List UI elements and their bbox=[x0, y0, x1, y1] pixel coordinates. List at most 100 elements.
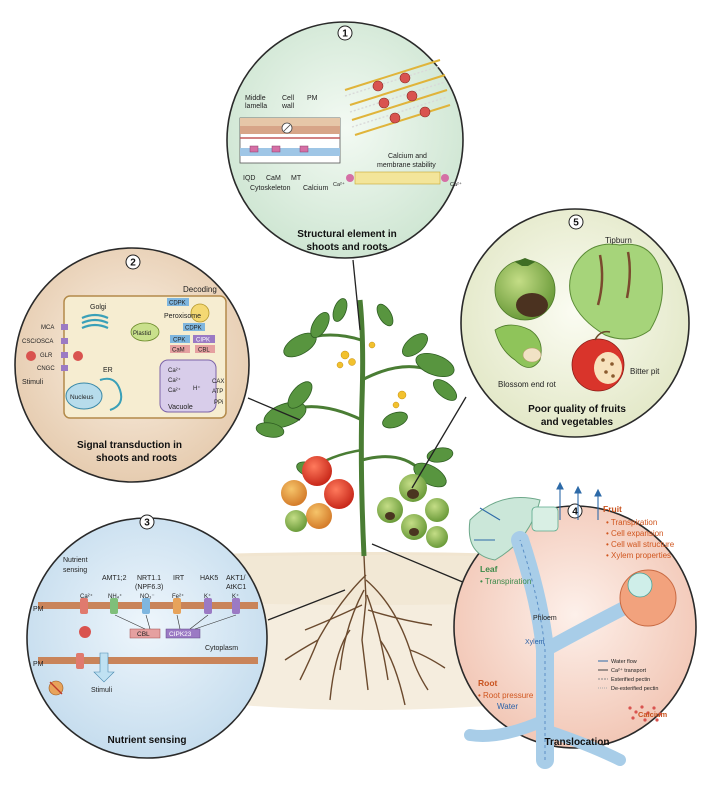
label-pm: PM bbox=[307, 95, 318, 102]
label-root: Root bbox=[478, 678, 498, 688]
label-nucleus: Nucleus bbox=[70, 394, 94, 401]
label-ppi: PPi bbox=[214, 400, 223, 406]
fruit-item-2: • Cell expansion bbox=[606, 529, 664, 538]
label-amt: AMT1;2 bbox=[102, 575, 127, 582]
label-nh4: NH₄⁺ bbox=[108, 593, 122, 600]
label-hplus: H⁺ bbox=[193, 385, 201, 392]
label-ca-vac3: Ca²⁺ bbox=[168, 387, 181, 394]
label-cytoskeleton: Cytoskeleton bbox=[250, 185, 291, 192]
panel5-title-2: and vegetables bbox=[541, 417, 614, 428]
label-wall: wall bbox=[281, 103, 295, 110]
root-item: • Root pressure bbox=[478, 691, 534, 700]
label-golgi: Golgi bbox=[90, 304, 107, 311]
panel2-title-1: Signal transduction in bbox=[77, 440, 182, 451]
label-stimuli-2: Stimuli bbox=[22, 379, 43, 386]
label-tipburn: Tipburn bbox=[605, 236, 632, 245]
label-cbl-3: CBL bbox=[137, 631, 150, 638]
panel-structural-element: 1 Middle lamella Cell wall PM IQD CaM MT… bbox=[226, 21, 464, 259]
label-hak: HAK5 bbox=[200, 575, 218, 582]
panel1-number: 1 bbox=[342, 29, 348, 40]
label-water: Water bbox=[497, 702, 518, 711]
label-stability-2: membrane stability bbox=[377, 162, 436, 169]
legend-esterified: Esterified pectin bbox=[611, 677, 650, 683]
label-cax: CAX bbox=[212, 379, 224, 385]
label-cipk: CIPK bbox=[196, 338, 210, 344]
label-blossom-end-rot: Blossom end rot bbox=[498, 380, 557, 389]
label-er: ER bbox=[103, 367, 113, 374]
panel-nutrient-sensing: 3 Nutrient sensing AMT1;2 NRT1.1 (NPF6.3… bbox=[26, 514, 268, 759]
fruit-item-3: • Cell wall structure bbox=[606, 540, 675, 549]
label-akt2: AtKC1 bbox=[226, 584, 246, 591]
fruit-item-4: • Xylem properties bbox=[606, 551, 671, 560]
label-ca-3: Ca²⁺ bbox=[80, 593, 93, 600]
label-ca-vac: Ca²⁺ bbox=[168, 367, 181, 374]
panel-signal-transduction: 2 Decoding Golgi Plastid Peroxisome CDPK… bbox=[14, 247, 250, 483]
label-calcium-4: Calcium bbox=[638, 710, 668, 719]
label-cam-2: CaM bbox=[172, 348, 185, 354]
label-irt: IRT bbox=[173, 575, 185, 582]
label-lamella: lamella bbox=[245, 103, 267, 110]
label-nutrient: Nutrient bbox=[63, 557, 88, 564]
translocation-legend: Water flow Ca²⁺ transport Esterified pec… bbox=[598, 659, 658, 692]
label-mt: MT bbox=[291, 175, 302, 182]
label-cdpk-2: CDPK bbox=[185, 326, 202, 332]
label-csc: CSC/OSCA bbox=[22, 339, 53, 345]
legend-water-flow: Water flow bbox=[611, 659, 637, 665]
label-fruit: Fruit bbox=[603, 504, 622, 514]
label-cipk23: CIPK23 bbox=[169, 631, 192, 638]
label-leaf: Leaf bbox=[480, 564, 498, 574]
label-ca-vac2: Ca²⁺ bbox=[168, 377, 181, 384]
label-iqd: IQD bbox=[243, 175, 255, 182]
label-cngc: CNGC bbox=[37, 366, 55, 372]
label-glr: GLR bbox=[40, 353, 53, 359]
label-stimuli-3: Stimuli bbox=[91, 687, 112, 694]
panel3-number: 3 bbox=[144, 518, 150, 529]
panel1-title-1: Structural element in bbox=[297, 229, 396, 240]
label-cam: CaM bbox=[266, 175, 281, 182]
panel5-number: 5 bbox=[573, 218, 579, 229]
label-pm-lower: PM bbox=[33, 661, 44, 668]
panel3-title: Nutrient sensing bbox=[108, 735, 187, 746]
label-cytoplasm: Cytoplasm bbox=[205, 645, 238, 652]
label-k2: K⁺ bbox=[232, 593, 239, 600]
label-decoding: Decoding bbox=[183, 285, 217, 294]
label-plastid: Plastid bbox=[133, 331, 151, 337]
label-peroxisome: Peroxisome bbox=[164, 313, 201, 320]
label-cdpk-1: CDPK bbox=[169, 301, 186, 307]
legend-ca-transport: Ca²⁺ transport bbox=[611, 667, 646, 674]
legend-de-esterified: De-esterified pectin bbox=[611, 686, 658, 692]
label-akt1: AKT1/ bbox=[226, 575, 246, 582]
panel1-title-2: shoots and roots bbox=[306, 242, 388, 253]
connector-lines bbox=[247, 259, 467, 621]
label-xylem: Xylem bbox=[525, 639, 545, 646]
label-stability-1: Calcium and bbox=[388, 153, 427, 160]
label-ca-left: Ca²⁺ bbox=[333, 181, 345, 188]
panel2-number: 2 bbox=[130, 258, 136, 269]
label-fe: Fe²⁺ bbox=[172, 593, 184, 600]
label-cpk: CPK bbox=[173, 338, 185, 344]
label-nrt2: (NPF6.3) bbox=[135, 584, 163, 591]
label-pm-upper: PM bbox=[33, 606, 44, 613]
panel5-title-1: Poor quality of fruits bbox=[528, 404, 626, 415]
tomato-plant bbox=[255, 298, 458, 557]
fruit-item-1: • Transpiration bbox=[606, 518, 657, 527]
panel-translocation: 4 Fruit • Transpiration • Cell expansion… bbox=[453, 481, 697, 769]
label-middle: Middle bbox=[245, 95, 266, 102]
panel4-number: 4 bbox=[572, 507, 578, 518]
label-sensing: sensing bbox=[63, 567, 87, 574]
panel2-title-2: shoots and roots bbox=[96, 453, 178, 464]
label-phloem: Phloem bbox=[533, 615, 557, 622]
label-ca-right: Ca²⁺ bbox=[450, 181, 462, 188]
leaf-item: • Transpiration bbox=[480, 577, 531, 586]
label-calcium: Calcium bbox=[303, 185, 328, 192]
label-atp: ATP bbox=[212, 389, 223, 395]
label-no3: NO₃⁻ bbox=[140, 594, 155, 600]
tipburn-lettuce bbox=[569, 243, 663, 340]
label-bitter-pit: Bitter pit bbox=[630, 367, 660, 376]
panel-poor-quality: 5 Tipburn Bitter pit Blossom end rot Poo… bbox=[460, 208, 690, 438]
label-cbl: CBL bbox=[198, 348, 210, 354]
label-k1: K⁺ bbox=[204, 593, 211, 600]
label-nrt1: NRT1.1 bbox=[137, 575, 161, 582]
